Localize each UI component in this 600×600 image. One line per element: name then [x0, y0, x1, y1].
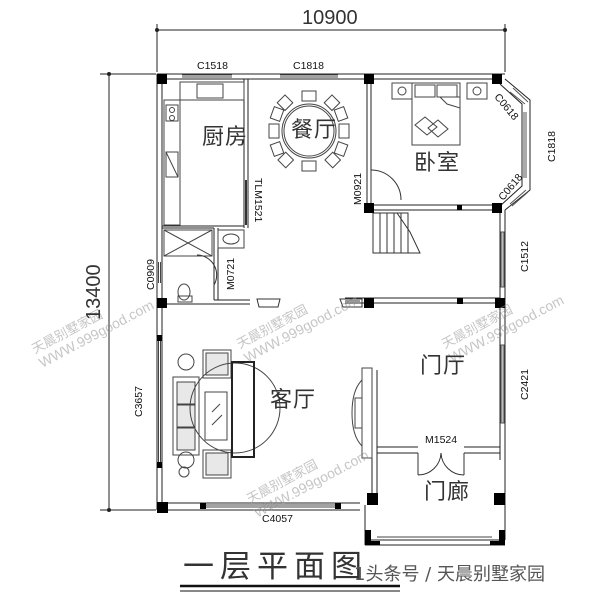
dimension-line-width [155, 24, 507, 72]
window-code-living-west: C3657 [133, 386, 145, 417]
window-code-bathroom: C0909 [145, 259, 157, 290]
window-code-east-upper: C1512 [519, 241, 531, 272]
door-code-bathroom: M0721 [225, 257, 237, 290]
door-code-bedroom: M0921 [352, 172, 364, 205]
window-symbols [158, 74, 492, 538]
room-label-living: 客厅 [270, 388, 317, 413]
window-code-east-lower: C2421 [519, 369, 531, 400]
window-code-living-south: C4057 [262, 513, 293, 525]
living-furniture [172, 349, 281, 479]
drawing-title: 一层平面图 [183, 549, 368, 585]
drawing-caption: 1头条号 / 天晨别墅家园 [354, 564, 545, 585]
title-underline [180, 584, 400, 592]
dimension-depth-label: 13400 [83, 264, 105, 320]
window-code-bay-mid: C1818 [546, 131, 558, 162]
bathroom-fixtures [163, 229, 245, 303]
exterior-walls [156, 73, 506, 540]
bay-window [499, 78, 531, 211]
room-label-foyer: 门厅 [420, 354, 467, 379]
room-label-porch: 门廊 [424, 480, 471, 505]
window-code-kitchen: C1518 [197, 60, 228, 72]
door-code-entry: M1524 [425, 434, 458, 446]
room-label-bedroom: 卧室 [414, 151, 461, 176]
wing-walls [256, 298, 363, 308]
dimension-line-depth [100, 72, 156, 512]
door-swings [196, 169, 465, 476]
kitchen-counter [163, 81, 245, 226]
bed [391, 82, 488, 146]
dimension-width-label: 10900 [302, 7, 358, 29]
window-code-dining: C1818 [293, 60, 324, 72]
dining-table [268, 90, 350, 172]
fireplace [351, 367, 373, 459]
structural-columns [157, 74, 505, 545]
door-code-sliding: TLM1521 [252, 178, 264, 223]
staircase [372, 212, 421, 254]
room-label-kitchen: 厨房 [202, 125, 249, 150]
room-label-dining: 餐厅 [291, 118, 338, 143]
